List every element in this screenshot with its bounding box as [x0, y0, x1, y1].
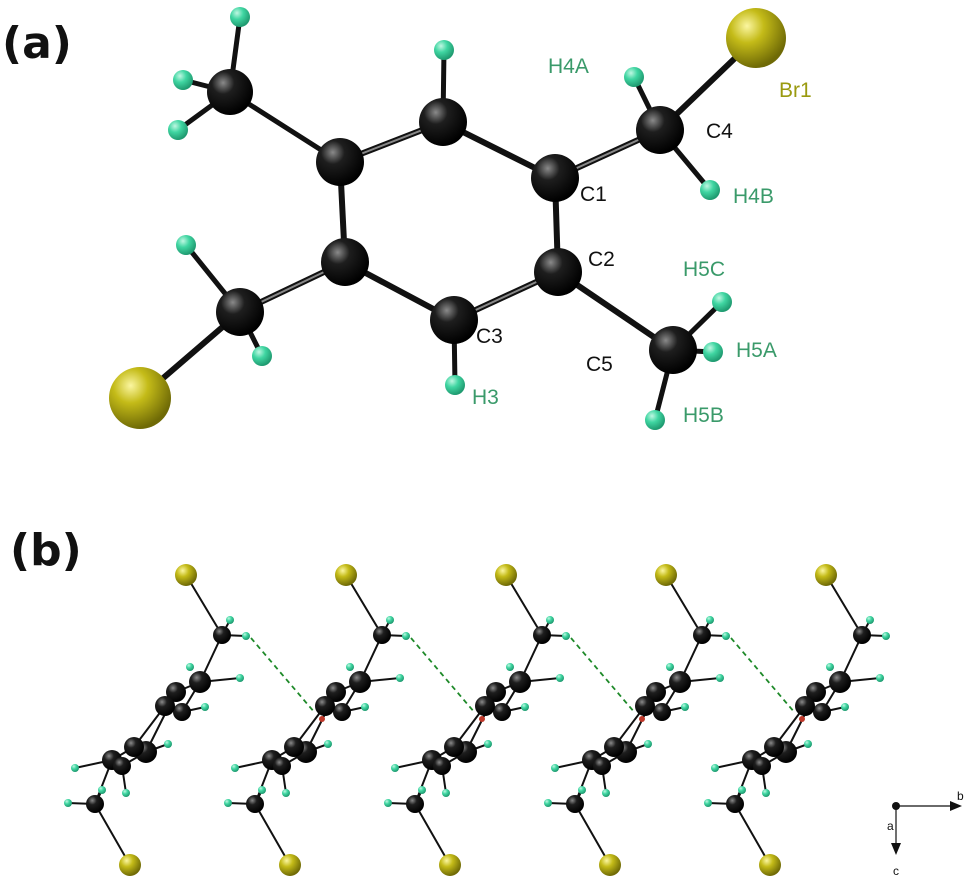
carbon-atom-c4 [636, 106, 684, 154]
hydrogen-atom-h3 [445, 375, 465, 395]
label-c2: C2 [588, 248, 615, 271]
carbon-atom [207, 69, 253, 115]
hydrogen-atom-h4a [624, 67, 644, 87]
hydrogen-atom-h5b [645, 410, 665, 430]
carbon-atom [173, 703, 191, 721]
hydrogen-atom [236, 674, 244, 682]
hydrogen-atom-h5a [703, 342, 723, 362]
bond [185, 574, 223, 636]
hydrogen-bond-dashed-line [570, 637, 636, 714]
hydrogen-atom-h4b [700, 180, 720, 200]
hydrogen-atom [168, 120, 188, 140]
molecule-a: H4A Br1 C4 C1 H4B C2 H5C C3 H5A C5 H3 H5… [109, 7, 812, 430]
packing-bonds [67, 574, 247, 866]
carbon-atom [419, 98, 467, 146]
label-br1: Br1 [779, 79, 812, 102]
hydrogen-atom [71, 764, 79, 772]
label-h4a: H4A [548, 55, 589, 78]
carbon-atom [155, 696, 175, 716]
hydrogen-atom [164, 740, 172, 748]
centroid-marker [319, 716, 325, 722]
atoms-a [109, 7, 786, 430]
hydrogen-bond-dashed-line [730, 637, 796, 714]
packing-molecule [64, 564, 250, 876]
carbon-atom [189, 671, 211, 693]
centroid-marker [799, 716, 805, 722]
hydrogen-atom-h5c [712, 292, 732, 312]
hydrogen-atom [226, 616, 234, 624]
carbon-atom [321, 238, 369, 286]
hydrogen-bond-dashed-line [410, 637, 476, 714]
axis-c-label: c [893, 864, 899, 878]
bromine-atom [109, 367, 171, 429]
label-h5a: H5A [736, 339, 777, 362]
label-c1: C1 [580, 183, 607, 206]
axis-b-arrowhead [950, 801, 962, 811]
label-c4: C4 [706, 120, 733, 143]
bromine-atom [726, 8, 786, 68]
panel-a-label: (a) [2, 18, 72, 69]
centroid-marker [479, 716, 485, 722]
axis-b-label: b [957, 789, 964, 803]
hydrogen-atom [434, 40, 454, 60]
hydrogen-atom [186, 663, 194, 671]
label-h3: H3 [472, 386, 499, 409]
carbon-atom-c2 [534, 248, 582, 296]
hydrogen-atom [122, 789, 130, 797]
label-h4b: H4B [733, 185, 774, 208]
panel-b-label: (b) [10, 525, 82, 576]
label-h5b: H5B [683, 404, 724, 427]
bromine-atom [175, 564, 197, 586]
bond [94, 803, 131, 866]
label-c5: C5 [586, 353, 613, 376]
axis-a-label: a [887, 819, 894, 833]
packing-molecule [543, 563, 731, 877]
carbon-atom-c3 [430, 296, 478, 344]
packing-molecules [64, 563, 891, 877]
packing-molecule [223, 563, 411, 877]
carbon-atom [216, 288, 264, 336]
carbon-atom [316, 138, 364, 186]
bromine-atom [119, 854, 141, 876]
packing-molecule [703, 563, 891, 877]
hydrogen-atom [64, 799, 72, 807]
hydrogen-bond-dashed-line [250, 637, 316, 714]
label-h5c: H5C [683, 258, 725, 281]
ring-centroids [319, 716, 805, 722]
hydrogen-atom [173, 70, 193, 90]
atom-labels-a: H4A Br1 C4 C1 H4B C2 H5C C3 H5A C5 H3 H5… [472, 55, 812, 427]
centroid-marker [639, 716, 645, 722]
carbon-atom [166, 682, 186, 702]
carbon-atom [113, 757, 131, 775]
hydrogen-atom [230, 7, 250, 27]
carbon-atom-c1 [531, 154, 579, 202]
axis-c-arrowhead [891, 843, 901, 855]
carbon-atom-c5 [649, 326, 697, 374]
carbon-atom [213, 626, 231, 644]
hydrogen-atom [98, 786, 106, 794]
label-c3: C3 [476, 325, 503, 348]
hydrogen-atom [201, 703, 209, 711]
packing-molecule [383, 563, 571, 877]
hydrogen-atom [242, 632, 250, 640]
hydrogen-bond-contacts [250, 637, 796, 714]
carbon-atom [86, 795, 104, 813]
hydrogen-atom [252, 346, 272, 366]
hydrogen-atom [176, 235, 196, 255]
axis-indicator: b a c [887, 789, 964, 878]
carbon-atom [124, 737, 144, 757]
